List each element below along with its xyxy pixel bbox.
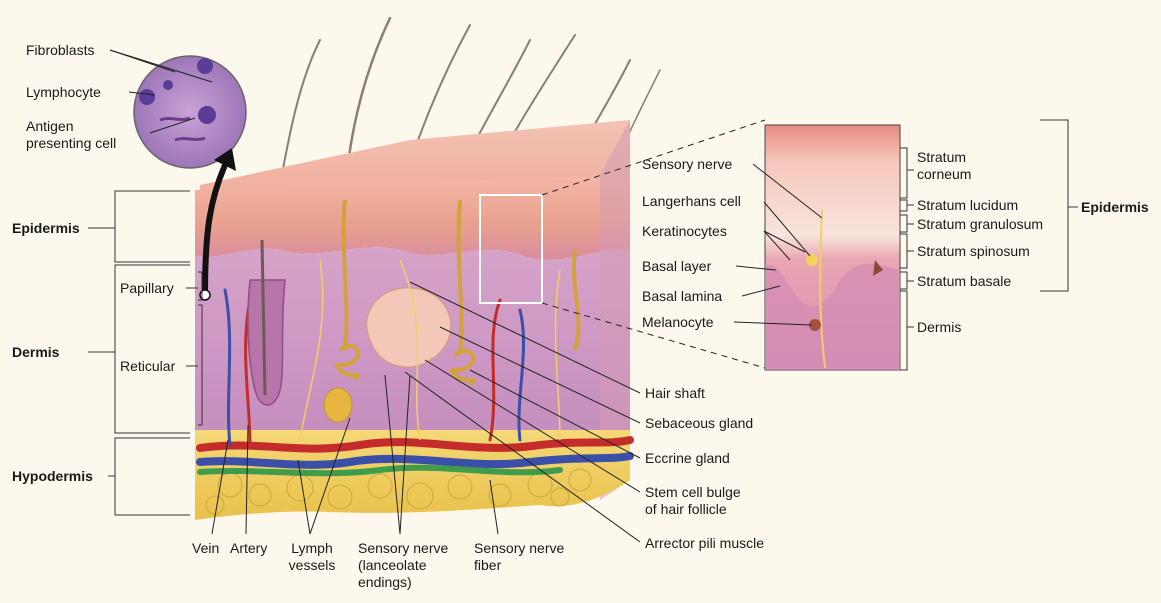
label-basal-lamina: Basal lamina <box>642 288 722 305</box>
label-stratum-corneum: Stratum corneum <box>917 149 971 183</box>
label-arrector-pili: Arrector pili muscle <box>645 535 764 552</box>
label-stem-cell-bulge: Stem cell bulge of hair follicle <box>645 484 741 518</box>
label-stratum-granulosum: Stratum granulosum <box>917 216 1043 233</box>
hair-follicle <box>248 280 285 405</box>
label-lymphocyte: Lymphocyte <box>26 84 101 101</box>
label-papillary: Papillary <box>120 280 174 297</box>
sebaceous-gland-art <box>366 288 450 368</box>
label-hypodermis: Hypodermis <box>12 468 93 485</box>
label-stratum-lucidum: Stratum lucidum <box>917 197 1018 214</box>
label-stratum-spinosum: Stratum spinosum <box>917 243 1030 260</box>
label-epidermis: Epidermis <box>12 220 80 237</box>
lamellated-corpuscle <box>324 388 352 422</box>
left-brackets <box>88 191 202 515</box>
label-sensory-nerve-lanceolate: Sensory nerve (lanceolate endings) <box>358 540 448 591</box>
epidermis-inset <box>765 125 900 370</box>
label-dermis-inset: Dermis <box>917 319 961 336</box>
label-melanocyte: Melanocyte <box>642 314 714 331</box>
label-eccrine-gland: Eccrine gland <box>645 450 730 467</box>
label-antigen-presenting-cell: Antigen presenting cell <box>26 118 116 152</box>
label-stratum-basale: Stratum basale <box>917 273 1011 290</box>
label-sensory-nerve-inset: Sensory nerve <box>642 156 732 173</box>
label-fibroblasts: Fibroblasts <box>26 42 94 59</box>
label-hair-shaft: Hair shaft <box>645 385 705 402</box>
label-dermis: Dermis <box>12 344 59 361</box>
label-artery: Artery <box>230 540 267 557</box>
label-lymph-vessels: Lymph vessels <box>287 540 337 574</box>
label-reticular: Reticular <box>120 358 175 375</box>
label-basal-layer: Basal layer <box>642 258 711 275</box>
label-sensory-nerve-fiber: Sensory nerve fiber <box>474 540 564 574</box>
label-sebaceous-gland: Sebaceous gland <box>645 415 753 432</box>
label-langerhans-cell: Langerhans cell <box>642 193 741 210</box>
label-vein: Vein <box>192 540 219 557</box>
label-epidermis-inset: Epidermis <box>1081 199 1149 216</box>
label-keratinocytes: Keratinocytes <box>642 223 727 240</box>
